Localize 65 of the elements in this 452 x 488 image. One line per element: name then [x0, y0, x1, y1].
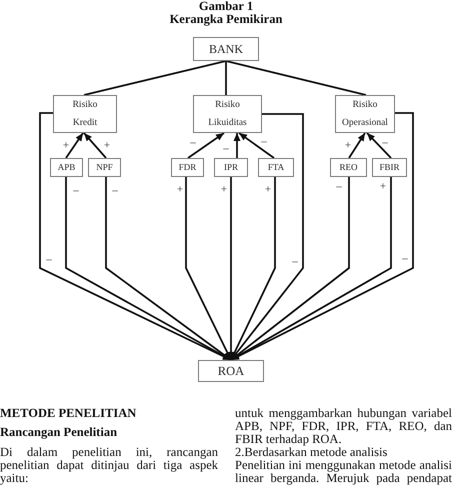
concept-box: [53, 95, 117, 133]
node-label: REO: [340, 162, 358, 173]
edge-label: –: [292, 256, 298, 268]
concept-box: [258, 158, 294, 177]
edge-label: +: [104, 140, 110, 152]
concept-box: [50, 158, 83, 177]
edge-label: –: [382, 138, 388, 148]
arrow: [65, 177, 232, 361]
node-label: IPR: [224, 162, 238, 173]
arrow: [39, 112, 232, 361]
node-label: Risiko Likuiditas: [208, 99, 247, 130]
node-label: FTA: [268, 162, 284, 173]
concept-box: [171, 158, 204, 177]
paragraph: 2.Berdasarkan metode analisis: [235, 446, 388, 459]
edge-label: +: [344, 140, 352, 152]
arrow: [234, 133, 240, 158]
edge-label: +: [220, 184, 228, 196]
edge-label: –: [261, 136, 267, 148]
edge-label: +: [62, 140, 70, 152]
figure-title: Kerangka Pemikiran: [168, 13, 284, 26]
edge-label: –: [112, 186, 118, 196]
edge-label: +: [380, 182, 386, 192]
concept-box: [193, 37, 259, 61]
connector-line: [226, 60, 366, 96]
concept-box: [214, 158, 248, 177]
node-label: Risiko Operasional: [342, 99, 388, 130]
edge-label: –: [190, 138, 196, 148]
concept-box: [198, 360, 264, 382]
arrow: [230, 177, 392, 361]
node-label: BANK: [208, 42, 243, 56]
node-label: NPF: [96, 162, 113, 173]
connector-line: [225, 61, 227, 95]
edge-label: –: [402, 254, 408, 264]
arrow: [83, 132, 107, 159]
section-heading: METODE PENELITIAN: [0, 407, 138, 420]
edge-label: –: [336, 182, 342, 192]
node-label: FBIR: [379, 162, 400, 173]
arrow: [230, 112, 414, 361]
concept-box: [372, 158, 407, 177]
figure-number: Gambar 1: [198, 0, 254, 13]
edge-label: +: [176, 184, 184, 196]
node-label: APB: [58, 162, 76, 173]
concept-box: [88, 158, 121, 177]
arrow: [348, 132, 366, 158]
subsection-heading: Rancangan Penelitian: [0, 426, 118, 439]
arrow: [238, 132, 275, 159]
edge-label: –: [46, 254, 52, 266]
node-label: ROA: [218, 364, 244, 378]
edge-label: –: [73, 186, 79, 196]
edge-label: –: [223, 144, 229, 154]
concept-box: [330, 158, 367, 177]
arrow: [366, 132, 392, 159]
node-label: Risiko Kredit: [72, 99, 98, 130]
paragraph: untuk menggambarkan hubungan variabel APB, NPF, FDR, IPR, FTA, REO, dan FBIR terhadap ROA.: [235, 407, 452, 446]
paragraph: Penelitian ini menggunakan metode analisi linear berganda. Merujuk pada pendapat: [235, 459, 452, 485]
arrow: [187, 132, 225, 159]
arrow: [65, 132, 84, 158]
arrow: [228, 177, 234, 360]
concept-box: [335, 95, 395, 133]
concept-box: [193, 95, 262, 133]
node-label: FDR: [178, 162, 196, 173]
connector-line: [84, 60, 226, 96]
paragraph: Di dalam penelitian ini, rancangan penelitian dapat ditinjau dari tiga aspek yaitu:: [0, 446, 218, 485]
arrow: [185, 177, 232, 360]
edge-label: +: [264, 184, 272, 196]
